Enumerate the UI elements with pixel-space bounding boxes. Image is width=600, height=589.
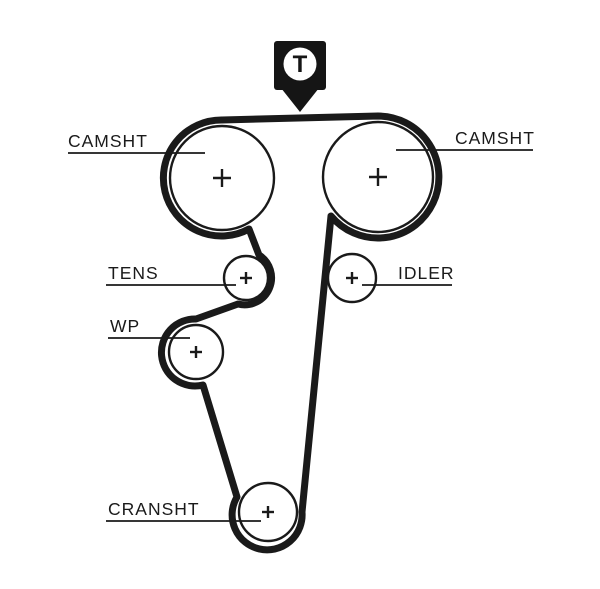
timing-mark-pointer-icon	[281, 88, 319, 112]
tensioner-center-mark-icon	[240, 272, 252, 284]
camshaft-left-center-mark-icon	[213, 169, 231, 187]
label-crankshaft: CRANSHT	[108, 499, 200, 519]
timing-mark-badge: T	[274, 41, 326, 112]
water-pump-center-mark-icon	[190, 346, 202, 358]
label-tensioner: TENS	[108, 263, 159, 283]
label-water-pump: WP	[110, 316, 140, 336]
idler-center-mark-icon	[346, 272, 358, 284]
label-idler: IDLER	[398, 263, 455, 283]
timing-mark-badge-circle	[283, 47, 317, 81]
label-camshaft-right: CAMSHT	[455, 128, 535, 148]
label-camshaft-left: CAMSHT	[68, 131, 148, 151]
timing-mark-letter: T	[293, 51, 308, 78]
camshaft-right-center-mark-icon	[369, 168, 387, 186]
crankshaft-center-mark-icon	[262, 506, 274, 518]
timing-belt-path	[157, 112, 443, 554]
